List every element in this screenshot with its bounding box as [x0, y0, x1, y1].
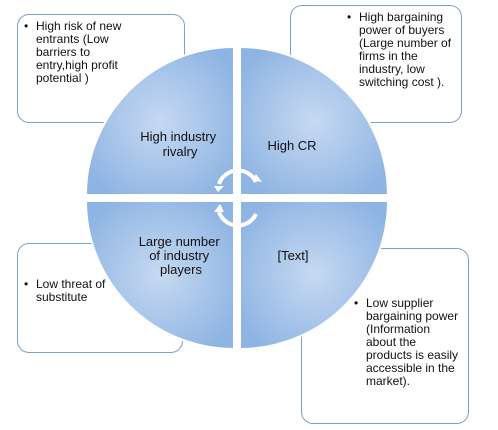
quadrant-label-top-left: High industry rivalry [140, 129, 220, 159]
quadrant-bottom-right [239, 200, 390, 351]
box-bottom-right: Low supplier bargaining power (Informati… [301, 248, 469, 424]
quadrant-label-bottom-right: [Text] [277, 248, 308, 263]
arrow-head-icon [214, 186, 224, 192]
quadrant-label-top-left-line: rivalry [163, 144, 198, 159]
quadrant-label-bottom-left: Large number of industry players [139, 234, 224, 277]
quadrant-top-right [239, 45, 390, 196]
box-top-left-text: High risk of new entrants (Low barriers … [22, 20, 136, 85]
quadrant-top-left [84, 45, 235, 196]
arrow-head-icon [214, 204, 224, 212]
quadrant-label-bottom-left-line: of industry [149, 248, 209, 263]
arrow-head-icon [252, 174, 262, 182]
box-bottom-right-text: Low supplier bargaining power (Informati… [352, 297, 462, 388]
quadrant-bottom-left [84, 200, 235, 351]
quadrant-label-top-left-line: High industry [140, 129, 216, 144]
box-bottom-left-text: Low threat of substitute [22, 278, 126, 304]
quadrant-label-bottom-left-line: players [160, 262, 202, 277]
quadrant-label-top-right: High CR [267, 138, 316, 153]
cycle-arrows-icon [217, 168, 258, 228]
box-top-right-text: High bargaining power of buyers (Large n… [345, 11, 455, 89]
quadrant-label-bottom-left-line: Large number [139, 234, 221, 249]
